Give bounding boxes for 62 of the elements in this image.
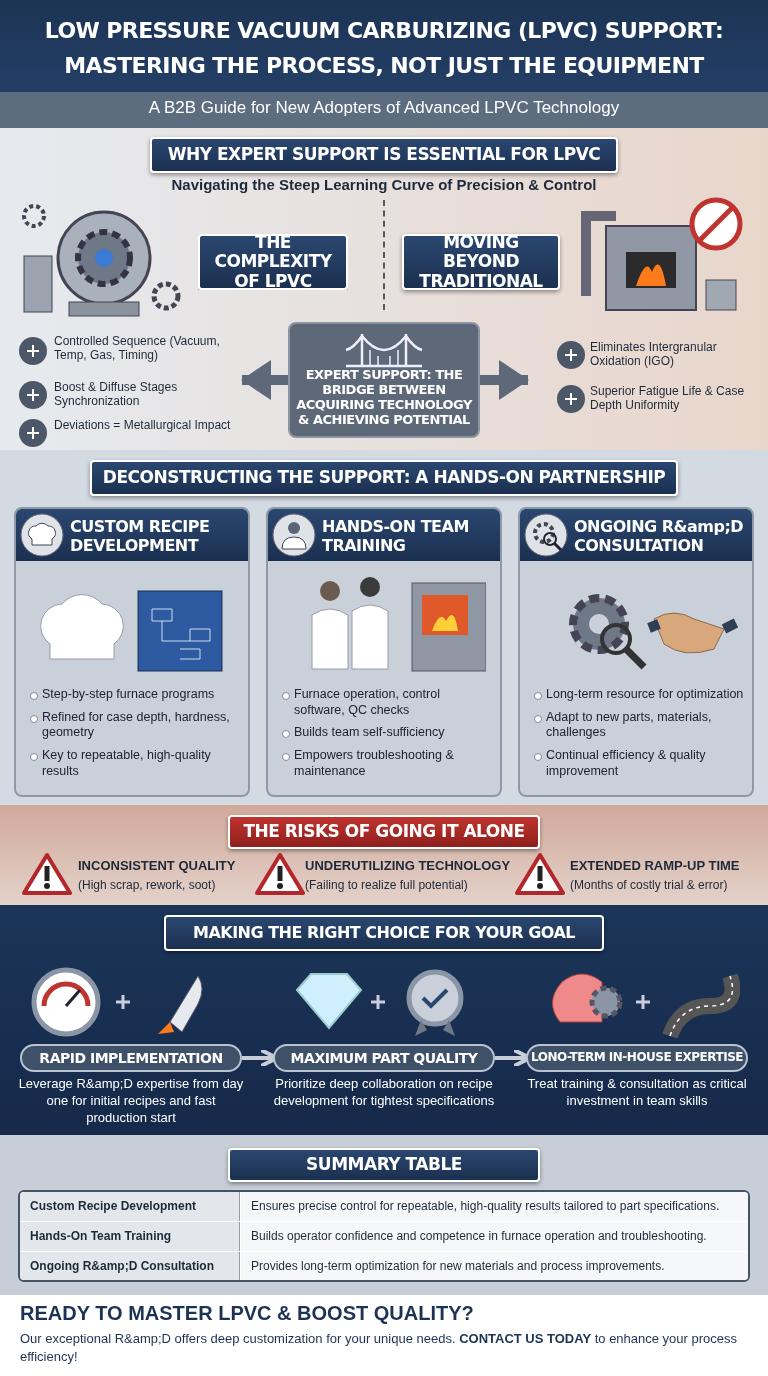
banner-text: MAKING THE RIGHT CHOICE FOR YOUR GOAL [192, 923, 576, 943]
risk-detail: (High scrap, rework, soot) [78, 878, 217, 894]
bullet-text: Boost & Diffuse Stages Synchronization [54, 380, 179, 410]
banner-text: RAPID IMPLEMENTATION [39, 1049, 223, 1067]
topic-banner [198, 234, 348, 290]
topic-banner [402, 234, 560, 290]
service-card [266, 507, 502, 797]
bullet-text: Long-term resource for optimization [532, 687, 744, 703]
bullet-text: Controlled Sequence (Vacuum, Temp, Gas, Timing) [54, 334, 221, 364]
section-banner [164, 915, 604, 951]
bullet-text: Superior Fatigue Life & Case Depth Uniformity [590, 384, 746, 414]
bridge-box [288, 322, 480, 438]
table-cell: Builds operator confidence and competence in furnace operation and troubleshooting. [241, 1222, 748, 1251]
arrow [480, 360, 529, 400]
table-cell: Custom Recipe Development [20, 1192, 240, 1221]
banner-text: WHY EXPERT SUPPORT IS ESSENTIAL FOR LPVC [167, 145, 601, 165]
service-card [518, 507, 754, 797]
choice-description: Leverage R&amp;D expertise from day one for initial recipes and fast production start [17, 1076, 245, 1127]
subheading: Navigating the Steep Learning Curve of Precision & Control [170, 176, 598, 195]
section-banner [150, 137, 618, 173]
banner-text: EXPERT SUPPORT: THE BRIDGE BETWEEN ACQUIRING TECHNOLOGY & ACHIEVING POTENTIAL [296, 368, 472, 428]
bullet-text: Key to repeatable, high-quality results [28, 747, 240, 780]
bullet-text: Refined for case depth, hardness, geometry [28, 709, 240, 741]
table-cell: Ongoing R&amp;D Consultation [20, 1252, 240, 1280]
arrow [241, 360, 288, 400]
footer-heading: READY TO MASTER LPVC & BOOST QUALITY? [20, 1302, 475, 1326]
risk-heading: EXTENDED RAMP-UP TIME [570, 858, 741, 875]
card-title: CUSTOM RECIPE DEVELOPMENT [70, 515, 211, 557]
choice-description: Treat training & consultation as critical investment in team skills [526, 1076, 748, 1110]
service-card [14, 507, 250, 797]
table-cell: Provides long-term optimization for new materials and process improvements. [241, 1252, 748, 1280]
title: LOW PRESSURE VACUUM CARBURIZING (LPVC) SUPPORT: MASTERING THE PROCESS, NOT JUST THE EQUIPMENT [43, 16, 725, 80]
section-banner [228, 1148, 540, 1182]
bullet-text: Adapt to new parts, materials, challenges [532, 709, 744, 741]
choice-description: Prioritize deep collaboration on recipe development for tightest specifications [272, 1076, 496, 1110]
bullet-text: Furnace operation, control software, QC checks [280, 687, 492, 719]
bullet-text: Continual efficiency & quality improvement [532, 747, 744, 780]
banner-text: SUMMARY TABLE [306, 1155, 462, 1175]
section-banner [228, 815, 540, 849]
risk-detail: (Failing to realize full potential) [305, 878, 469, 894]
choice-pill [526, 1044, 748, 1072]
bullet-text: Builds team self-sufficiency [280, 725, 492, 741]
bullet-text: Empowers troubleshooting & maintenance [280, 747, 492, 780]
card-title: ONGOING R&amp;D CONSULTATION [574, 515, 745, 557]
choice-pill [20, 1044, 242, 1072]
banner-text: THE RISKS OF GOING IT ALONE [243, 822, 525, 842]
banner-text: MAXIMUM PART QUALITY [290, 1049, 478, 1067]
banner-text: LONO-TERM IN-HOUSE EXPERTISE [531, 1051, 743, 1065]
table-cell: Hands-On Team Training [20, 1222, 240, 1251]
banner-text: DECONSTRUCTING THE SUPPORT: A HANDS-ON PARTNERSHIP [102, 468, 666, 488]
choice-pill [273, 1044, 495, 1072]
bullet-text: Eliminates Intergranular Oxidation (IGO) [590, 340, 718, 370]
table-cell: Ensures precise control for repeatable, high-quality results tailored to part specifications. [241, 1192, 748, 1221]
section-banner [90, 460, 678, 496]
subtitle: A B2B Guide for New Adopters of Advanced LPVC Technology [147, 98, 621, 119]
bullet-text: Step-by-step furnace programs [28, 687, 240, 703]
risk-heading: INCONSISTENT QUALITY [78, 858, 237, 875]
bullet-text: Deviations = Metallurgical Impact [54, 418, 232, 434]
card-title: HANDS-ON TEAM TRAINING [322, 515, 470, 557]
risk-heading: UNDERUTILIZING TECHNOLOGY [305, 858, 512, 875]
footer-text: Our exceptional R&amp;D offers deep customization for your unique needs. CONTACT US TODAY to enhance your process efficiency! [20, 1330, 739, 1366]
risk-detail: (Months of costly trial & error) [570, 878, 729, 894]
